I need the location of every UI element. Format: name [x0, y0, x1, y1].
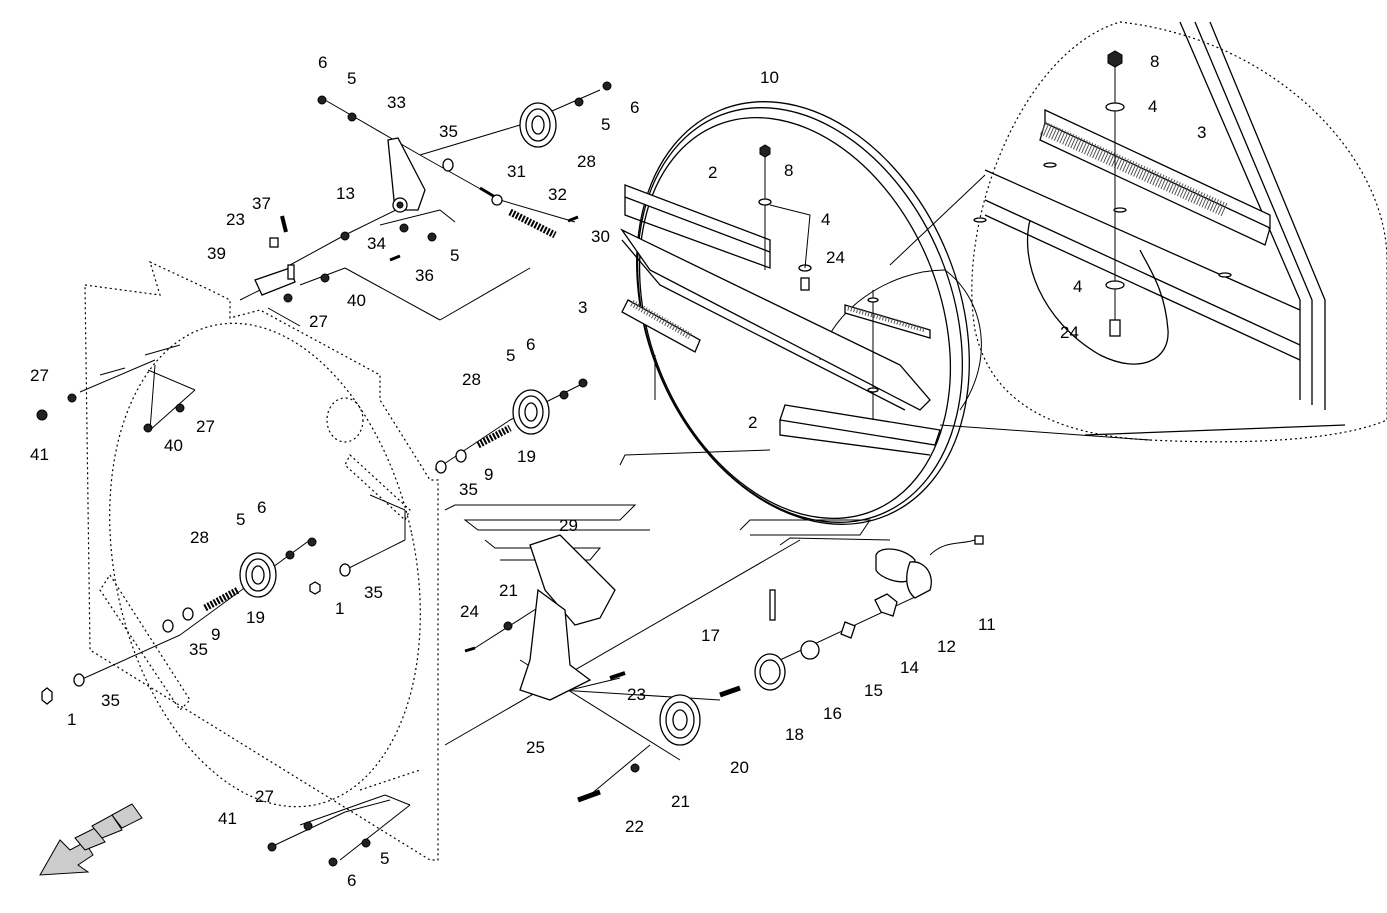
- callout: 9: [484, 465, 493, 484]
- callout: 19: [246, 608, 265, 627]
- callout: 23: [226, 210, 245, 229]
- callout: 3: [578, 298, 587, 317]
- callout: 29: [559, 516, 578, 535]
- callout: 35: [364, 583, 383, 602]
- callout: 24: [826, 248, 845, 267]
- callout: 28: [462, 370, 481, 389]
- callout: 28: [577, 152, 596, 171]
- callout: 27: [309, 312, 328, 331]
- callout: 8: [784, 161, 793, 180]
- callout: 5: [236, 510, 245, 529]
- callout: 17: [701, 626, 720, 645]
- hardware-parts: [36, 81, 984, 867]
- floor-guides: [444, 449, 891, 561]
- callout: 16: [823, 704, 842, 723]
- callout: 19: [517, 447, 536, 466]
- callout: 9: [211, 625, 220, 644]
- callout: 28: [190, 528, 209, 547]
- callout: 6: [318, 53, 327, 72]
- callout: 24: [460, 602, 479, 621]
- callout: 4: [1148, 97, 1157, 116]
- callout: 4: [1073, 277, 1082, 296]
- callout: 15: [864, 681, 883, 700]
- callout: 33: [387, 93, 406, 112]
- callout: 5: [601, 115, 610, 134]
- callout: 21: [499, 581, 518, 600]
- callout: 6: [630, 98, 639, 117]
- callout: 5: [380, 849, 389, 868]
- callout: 11: [978, 615, 996, 634]
- callout: 25: [526, 738, 545, 757]
- callout: 22: [625, 817, 644, 836]
- callout: 35: [101, 691, 120, 710]
- callout: 41: [218, 809, 237, 828]
- callout: 27: [30, 366, 49, 385]
- callout: 5: [506, 346, 515, 365]
- callout: 40: [164, 436, 183, 455]
- callout: 32: [548, 185, 567, 204]
- direction-arrow-icon: [39, 803, 143, 876]
- detail-inset: [971, 21, 1387, 443]
- callout: 10: [760, 68, 779, 87]
- callout: 39: [207, 244, 226, 263]
- callout: 14: [900, 658, 919, 677]
- callout: 6: [526, 335, 535, 354]
- callout: 20: [730, 758, 749, 777]
- callout: 27: [196, 417, 215, 436]
- callout: 23: [627, 685, 646, 704]
- housing-frame: [84, 260, 439, 861]
- callout: 5: [347, 69, 356, 88]
- inset-leader-line: [889, 174, 986, 266]
- callout: 40: [347, 291, 366, 310]
- callout: 3: [1197, 123, 1206, 142]
- callout: 35: [189, 640, 208, 659]
- callout: 4: [821, 210, 830, 229]
- callout: 2: [748, 413, 757, 432]
- callout: 36: [415, 266, 434, 285]
- rotor-ring: [620, 101, 970, 525]
- callout: 13: [336, 184, 355, 203]
- callout: 1: [67, 710, 76, 729]
- callout: 2: [708, 163, 717, 182]
- callout: 34: [367, 234, 386, 253]
- callout: 12: [937, 637, 956, 656]
- callout: 27: [255, 787, 274, 806]
- callout: 30: [591, 227, 610, 246]
- callout: 41: [30, 445, 49, 464]
- callout: 5: [450, 246, 459, 265]
- callout: 24: [1060, 323, 1079, 342]
- callout: 6: [257, 498, 266, 517]
- callout: 6: [347, 871, 356, 890]
- callout: 35: [459, 480, 478, 499]
- callout: 18: [785, 725, 804, 744]
- callout-labels: 6 5 33 35 28 6 5 31 32 30 37 13 23 34 5 …: [30, 52, 1206, 890]
- callout: 35: [439, 122, 458, 141]
- leader-lines: [79, 89, 931, 861]
- callout: 1: [335, 599, 344, 618]
- callout: 21: [671, 792, 690, 811]
- inset-leader-line: [939, 424, 1151, 441]
- callout: 37: [252, 194, 271, 213]
- callout: 8: [1150, 52, 1159, 71]
- callout: 31: [507, 162, 526, 181]
